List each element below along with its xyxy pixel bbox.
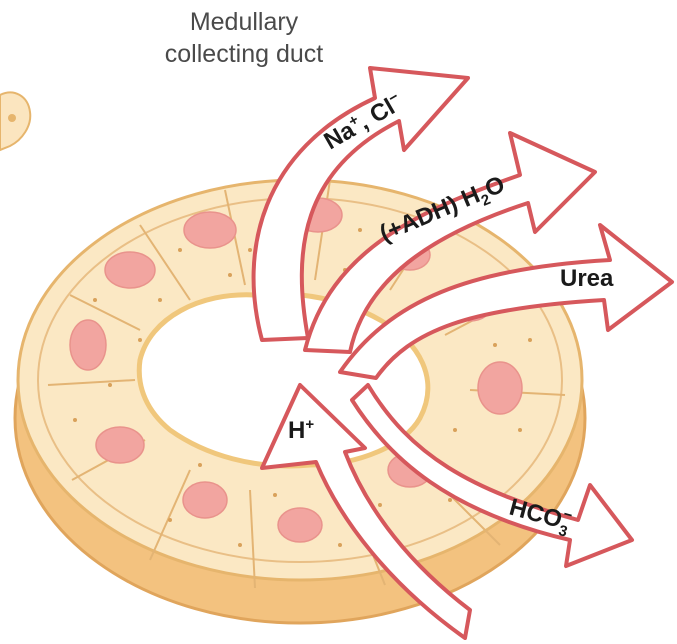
urea-arrow-label: Urea (560, 265, 614, 292)
diagram-title: Medullary collecting duct (165, 8, 323, 68)
title-line-1: Medullary (190, 8, 299, 36)
adjacent-tubule-fragment (0, 92, 30, 150)
title-line-2: collecting duct (165, 40, 323, 68)
